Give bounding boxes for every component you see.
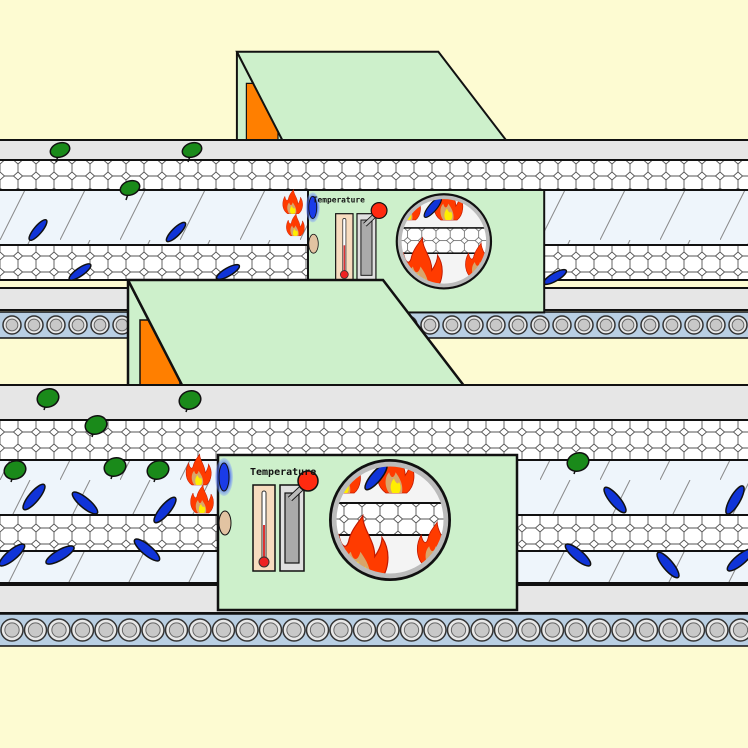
roller (442, 315, 462, 335)
roller (574, 315, 594, 335)
green-leaf (49, 141, 71, 163)
roller (376, 618, 400, 642)
roller (188, 618, 212, 642)
blue-seed (28, 218, 48, 242)
green-leaf (84, 414, 108, 438)
blue-seed (0, 543, 26, 567)
roller (634, 618, 659, 642)
blue-seed (725, 485, 745, 515)
roller (235, 618, 259, 642)
roller (470, 618, 494, 642)
roller (423, 618, 447, 642)
roller (329, 618, 353, 642)
roller (728, 315, 748, 335)
temperature-label: Temperature (250, 467, 316, 478)
blue-seed (133, 538, 161, 562)
roller (0, 618, 24, 642)
roller (640, 315, 660, 335)
oven-window (329, 459, 451, 581)
blue-seed (68, 263, 92, 281)
roller (141, 618, 165, 642)
green-leaf (36, 387, 60, 411)
roller (530, 315, 550, 335)
oven-window (395, 193, 493, 290)
roller (258, 618, 283, 642)
roller (705, 618, 729, 642)
green-leaf (178, 389, 202, 413)
roller (24, 315, 44, 335)
roller (420, 315, 440, 335)
roller (658, 618, 682, 642)
roller (305, 618, 330, 642)
green-leaf (181, 141, 203, 163)
roller (596, 315, 616, 335)
roller (70, 618, 95, 642)
roller (684, 315, 704, 335)
tan-indicator-light (218, 510, 232, 536)
upper-oven: Temperature (282, 189, 546, 314)
blue-seed (564, 543, 592, 567)
blue-seed (165, 221, 187, 243)
blue-seed (71, 491, 99, 515)
roller (90, 315, 110, 335)
roller (211, 618, 236, 642)
roller (611, 618, 635, 642)
blue-seed (726, 548, 748, 572)
roller (68, 315, 88, 335)
roller (508, 315, 528, 335)
blue-seed (656, 551, 680, 579)
blue-seed (22, 483, 46, 511)
lower-oven: Temperature (185, 453, 519, 612)
roller (618, 315, 638, 335)
green-leaf (146, 459, 170, 483)
roller (493, 618, 518, 642)
roller (352, 618, 377, 642)
thermometer-icon (335, 213, 354, 283)
blue-seed (45, 545, 75, 565)
roller (446, 618, 471, 642)
mesh-belt (0, 419, 748, 461)
tan-indicator-light (308, 233, 319, 254)
roller (23, 618, 48, 642)
temperature-lever[interactable] (279, 470, 319, 572)
roller (564, 618, 588, 642)
roller (552, 315, 572, 335)
roller (47, 618, 71, 642)
blue-seed (603, 486, 627, 514)
green-leaf (566, 451, 590, 475)
green-leaf (119, 179, 141, 201)
blue-seed (153, 496, 177, 524)
blue-seed (215, 263, 241, 281)
roller (46, 315, 66, 335)
oven-front (282, 189, 546, 314)
roller (706, 315, 726, 335)
roller (117, 618, 142, 642)
roller (587, 618, 612, 642)
roller (662, 315, 682, 335)
roller (540, 618, 565, 642)
roller (517, 618, 541, 642)
green-leaf (3, 459, 27, 483)
mesh-belt (0, 159, 748, 191)
thermometer-icon (252, 484, 276, 572)
roller (399, 618, 424, 642)
roller (164, 618, 189, 642)
roller (486, 315, 506, 335)
roller (282, 618, 306, 642)
roller (94, 618, 118, 642)
roller (728, 618, 748, 642)
temperature-label: Temperature (313, 196, 365, 205)
roller (2, 315, 22, 335)
roller (464, 315, 484, 335)
roller (681, 618, 706, 642)
green-leaf (103, 456, 127, 480)
oven-front (185, 453, 519, 612)
